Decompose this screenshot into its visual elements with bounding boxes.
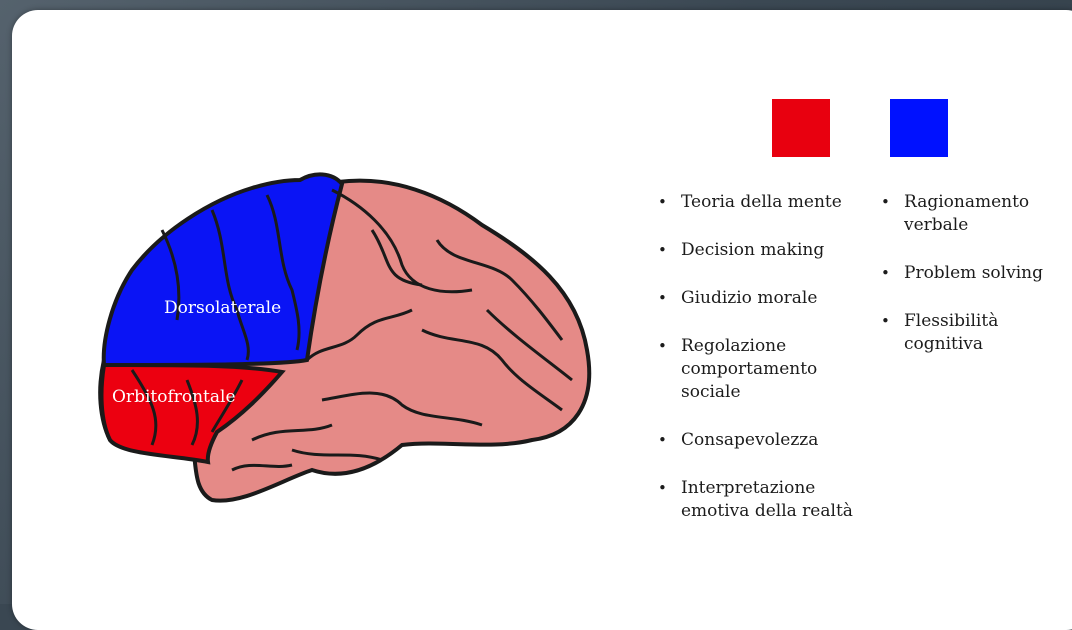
orbitofrontal-color-swatch	[772, 99, 830, 157]
dorsolateral-color-swatch	[890, 99, 948, 157]
list-item: Decision making	[655, 239, 890, 262]
list-item: Teoria della mente	[655, 191, 890, 214]
orbitofrontal-label: Orbitofrontale	[112, 387, 236, 407]
orbitofrontal-function-list: Teoria della mente Decision making Giudi…	[655, 191, 890, 548]
list-item: Problem solving	[878, 262, 1068, 285]
list-item: Regolazione comportamento sociale	[655, 335, 841, 404]
dorsolateral-function-list: Ragionamento verbale Problem solving Fle…	[878, 191, 1068, 381]
dorsolateral-region	[104, 174, 342, 365]
list-item: Consapevolezza	[655, 429, 890, 452]
brain-diagram: Dorsolaterale Orbitofrontale	[92, 170, 612, 530]
list-item: Flessibilità cognitiva	[878, 310, 1044, 356]
list-item: Giudizio morale	[655, 287, 890, 310]
slide-canvas: Dorsolaterale Orbitofrontale Teoria dell…	[12, 10, 1072, 630]
dorsolateral-label: Dorsolaterale	[164, 298, 281, 318]
list-item: Ragionamento verbale	[878, 191, 1054, 237]
list-item: Interpretazione emotiva della realtà	[655, 477, 881, 523]
